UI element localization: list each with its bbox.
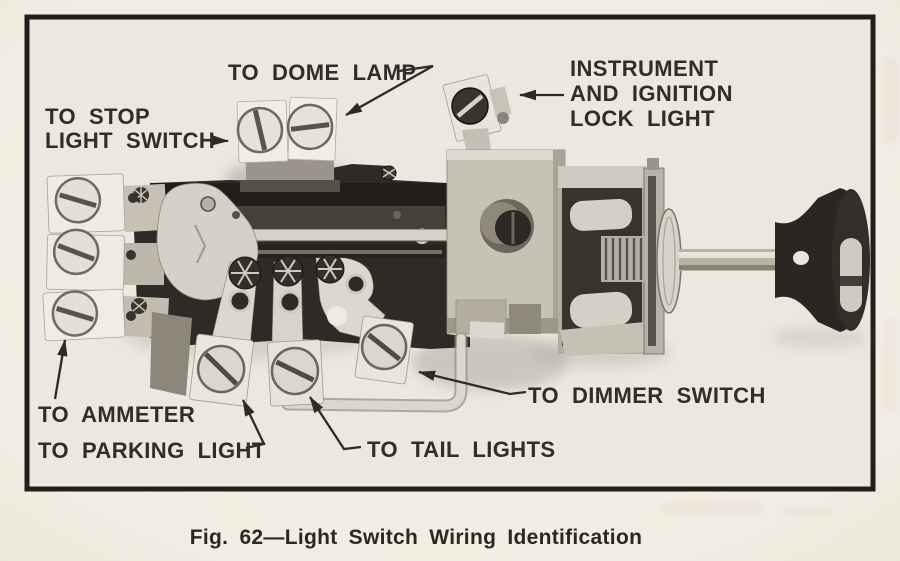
label-instrument-line3: LOCK LIGHT	[570, 106, 715, 131]
center-terminals	[211, 254, 386, 349]
label-tail-lights: TO TAIL LIGHTS	[367, 437, 556, 462]
label-stop-light-line1: TO STOP	[45, 104, 150, 129]
leader-dome-lamp	[345, 64, 434, 117]
label-ammeter: TO AMMETER	[38, 402, 195, 427]
dome-terminal-left	[236, 99, 289, 164]
dome-terminal-right	[286, 96, 338, 162]
left-terminal-2	[46, 228, 125, 292]
knurled-screw-3	[315, 254, 345, 284]
shaft-and-knob	[601, 188, 870, 332]
callout-labels: TO DOME LAMP TO STOP LIGHT SWITCH INSTRU…	[38, 56, 766, 463]
tail-lights-terminal	[267, 339, 324, 407]
leader-parking-light	[241, 399, 266, 450]
left-terminal-stack	[42, 173, 138, 342]
knurled-screw-1	[228, 256, 262, 290]
leader-dimmer-switch	[418, 370, 527, 396]
cam-plate-screw	[200, 196, 216, 212]
contact-rivet-1	[228, 289, 252, 313]
body-screw	[381, 165, 397, 181]
label-instrument-line1: INSTRUMENT	[570, 56, 718, 81]
dome-lamp-terminals	[236, 96, 340, 192]
label-stop-light-line2: LIGHT SWITCH	[45, 128, 215, 153]
instrument-light-terminal	[442, 74, 512, 160]
knob-highlight	[840, 238, 862, 312]
shaft-flange-disc	[656, 208, 682, 314]
knurled-screw-2	[272, 255, 304, 287]
bottom-terminals	[189, 315, 414, 407]
threaded-bushing	[601, 236, 645, 282]
tab-screw-bottom	[131, 298, 147, 314]
leader-stop-light	[205, 135, 229, 146]
label-parking-light: TO PARKING LIGHT	[38, 438, 266, 463]
shaft	[679, 249, 779, 271]
knob	[775, 188, 870, 332]
switch-housing	[446, 149, 566, 339]
rear-flap	[150, 312, 192, 396]
dimmer-switch-terminal	[354, 315, 414, 385]
callout-leaders	[53, 64, 564, 451]
knob-pin	[793, 251, 809, 265]
label-instrument-line2: AND IGNITION	[570, 81, 733, 106]
left-terminal-3	[42, 288, 126, 342]
left-terminal-1	[46, 173, 126, 234]
contact-rivet-2	[278, 290, 302, 314]
leader-tail-lights	[309, 396, 362, 451]
figure-caption: Fig. 62—Light Switch Wiring Identificati…	[190, 526, 642, 549]
housing-keyhole	[480, 199, 534, 253]
leader-ammeter	[53, 339, 68, 400]
label-dimmer-switch: TO DIMMER SWITCH	[528, 383, 766, 408]
parking-light-terminal	[189, 333, 254, 407]
contact-rivet-3	[345, 273, 367, 295]
label-dome-lamp: TO DOME LAMP	[228, 60, 417, 85]
light-switch-assembly	[42, 74, 870, 413]
dimmer-wire	[281, 331, 468, 413]
